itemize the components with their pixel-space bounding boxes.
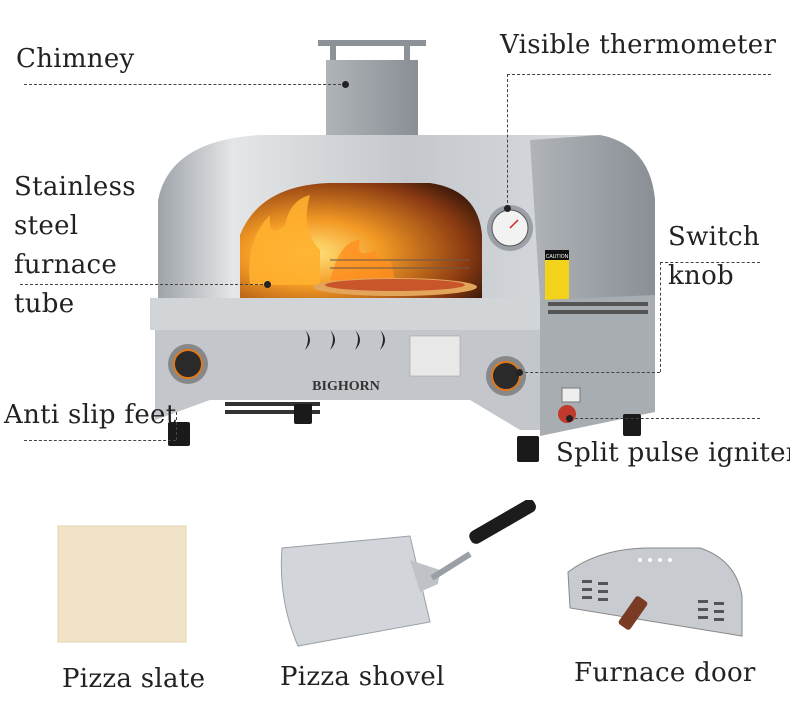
leader-chimney bbox=[24, 84, 346, 85]
leader-furnace-tube-dot bbox=[264, 281, 271, 288]
furnace-door-image bbox=[567, 547, 743, 637]
label-furnace-tube-4: tube bbox=[14, 289, 75, 319]
leader-anti-slip-feet-v bbox=[176, 412, 177, 440]
label-chimney: Chimney bbox=[16, 44, 135, 74]
leader-switch-knob-v bbox=[660, 262, 661, 372]
pizza-shovel-image bbox=[280, 500, 536, 647]
oven-body: CAUTION bbox=[158, 135, 655, 300]
label-furnace-tube-2: steel bbox=[14, 211, 79, 241]
label-furnace-door: Furnace door bbox=[574, 658, 756, 688]
chimney bbox=[318, 40, 426, 140]
anti-slip-feet bbox=[168, 404, 641, 462]
control-panel: BIGHORN bbox=[150, 295, 655, 436]
label-igniter: Split pulse igniter bbox=[556, 438, 790, 468]
label-anti-slip-feet: Anti slip feet bbox=[4, 400, 177, 430]
leader-switch-knob-h1 bbox=[660, 262, 760, 263]
leader-thermometer-h bbox=[507, 74, 771, 75]
pizza-slate-image bbox=[57, 525, 187, 643]
leader-furnace-tube bbox=[20, 284, 268, 285]
accessories-illustration bbox=[57, 500, 743, 647]
caution-badge: CAUTION bbox=[546, 254, 569, 260]
brand-logo: BIGHORN bbox=[312, 379, 380, 394]
leader-chimney-dot bbox=[342, 81, 349, 88]
label-furnace-tube-3: furnace bbox=[14, 250, 118, 280]
pizza-oven-illustration: CAUTION BIGHORN bbox=[150, 40, 655, 462]
label-pizza-slate: Pizza slate bbox=[62, 664, 206, 694]
label-switch-knob-1: Switch bbox=[668, 222, 760, 252]
label-pizza-shovel: Pizza shovel bbox=[280, 662, 445, 692]
label-furnace-tube-1: Stainless bbox=[14, 172, 136, 202]
leader-igniter-dot bbox=[566, 415, 573, 422]
leader-thermometer-dot bbox=[504, 205, 511, 212]
leader-anti-slip-feet bbox=[24, 440, 176, 441]
leader-switch-knob-h2 bbox=[520, 372, 660, 373]
label-thermometer: Visible thermometer bbox=[500, 30, 777, 60]
label-switch-knob-2: knob bbox=[668, 261, 734, 291]
leader-switch-knob-dot bbox=[516, 369, 523, 376]
leader-igniter bbox=[570, 418, 760, 419]
leader-thermometer-v bbox=[507, 74, 508, 208]
